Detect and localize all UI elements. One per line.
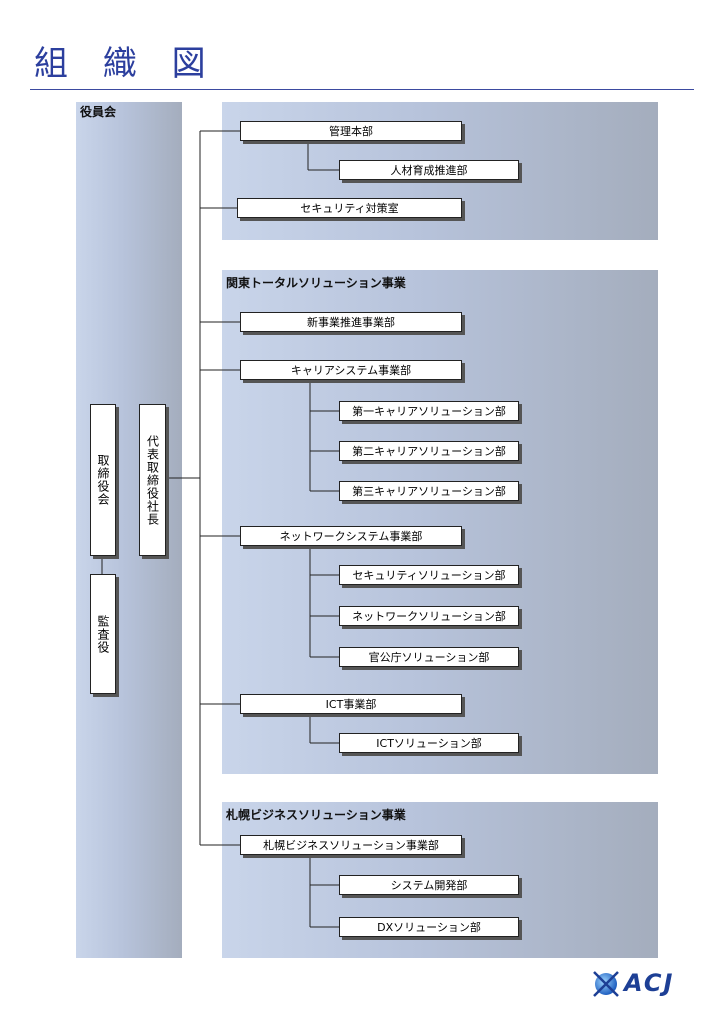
- auditor-box: 監査役: [90, 574, 116, 694]
- dept-ict: ICT事業部: [240, 694, 462, 714]
- title-underline: [30, 89, 694, 90]
- sub-carrier-1: 第一キャリアソリューション部: [339, 401, 519, 421]
- dept-network-system: ネットワークシステム事業部: [240, 526, 462, 546]
- sub-system-development: システム開発部: [339, 875, 519, 895]
- sub-carrier-3: 第三キャリアソリューション部: [339, 481, 519, 501]
- panel-kanto-label: 関東トータルソリューション事業: [226, 276, 406, 290]
- sub-dx-solution: DXソリューション部: [339, 917, 519, 937]
- dept-security-office: セキュリティ対策室: [237, 198, 462, 218]
- acj-logo-text: ACJ: [624, 969, 675, 997]
- panel-sapporo-label: 札幌ビジネスソリューション事業: [226, 808, 406, 822]
- panel-kanto: [222, 270, 658, 774]
- sub-carrier-2: 第二キャリアソリューション部: [339, 441, 519, 461]
- dept-carrier-system: キャリアシステム事業部: [240, 360, 462, 380]
- president-box: 代表取締役社長: [139, 404, 166, 556]
- dept-management-hq: 管理本部: [240, 121, 462, 141]
- sub-network-solution: ネットワークソリューション部: [339, 606, 519, 626]
- sub-hr-development: 人材育成推進部: [339, 160, 519, 180]
- executive-panel-label: 役員会: [80, 105, 117, 119]
- dept-sapporo-business: 札幌ビジネスソリューション事業部: [240, 835, 462, 855]
- acj-globe-logo-icon: [593, 971, 619, 997]
- sub-ict-solution: ICTソリューション部: [339, 733, 519, 753]
- sub-security-solution: セキュリティソリューション部: [339, 565, 519, 585]
- board-of-directors-box: 取締役会: [90, 404, 116, 556]
- dept-new-business: 新事業推進事業部: [240, 312, 462, 332]
- page-title: 組 織 図: [34, 44, 218, 84]
- sub-government-solution: 官公庁ソリューション部: [339, 647, 519, 667]
